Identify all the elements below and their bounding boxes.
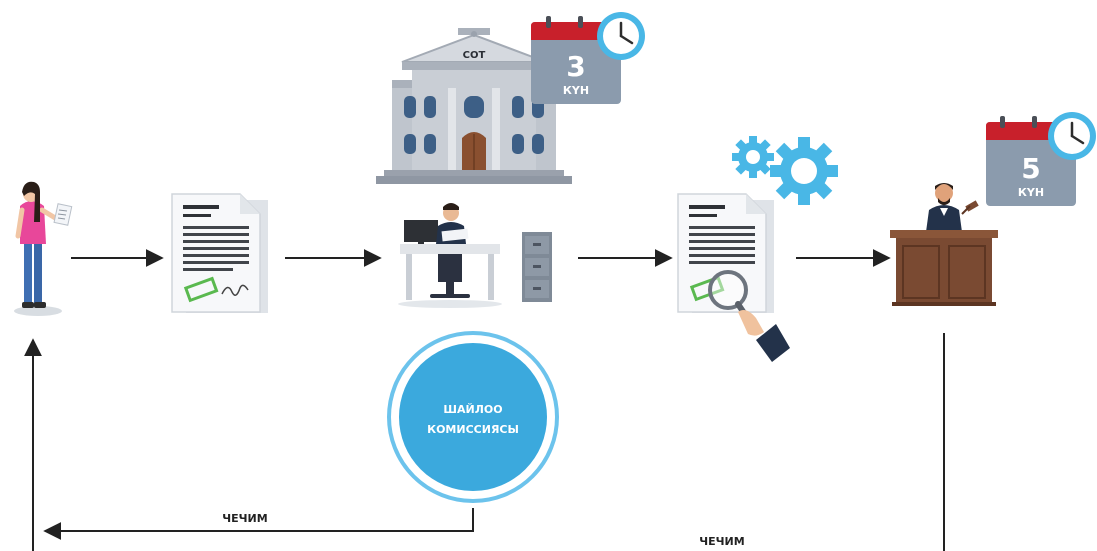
review-document (677, 193, 774, 313)
decision-label-left: ЧЕЧИМ (222, 512, 267, 525)
court-label: СОТ (463, 50, 486, 61)
clock-icon-short (597, 12, 645, 60)
magnifier-icon (708, 270, 790, 362)
decision-label-right: ЧЕЧИМ (699, 535, 744, 548)
calendar-3-unit: КҮН (563, 84, 589, 97)
commission-label-line2: КОМИССИЯСЫ (427, 423, 519, 436)
gears-icon (732, 136, 838, 205)
calendar-3-number: 3 (566, 50, 585, 83)
judge-figure (926, 183, 979, 232)
arrow-commission-decision (43, 508, 474, 540)
calendar-5-number: 5 (1021, 152, 1040, 185)
application-document (171, 193, 268, 313)
court-podium (890, 230, 998, 306)
clock-icon-long (1048, 112, 1096, 160)
citizen-figure (14, 181, 73, 316)
official-at-desk (398, 203, 502, 308)
election-commission-node: ШАЙЛОО КОМИССИЯСЫ (387, 331, 559, 503)
calendar-5-unit: КҮН (1018, 186, 1044, 199)
court-building: СОТ (376, 28, 572, 184)
approval-stamp (183, 276, 219, 303)
file-cabinet (522, 232, 552, 302)
commission-label-line1: ШАЙЛОО (443, 403, 502, 416)
